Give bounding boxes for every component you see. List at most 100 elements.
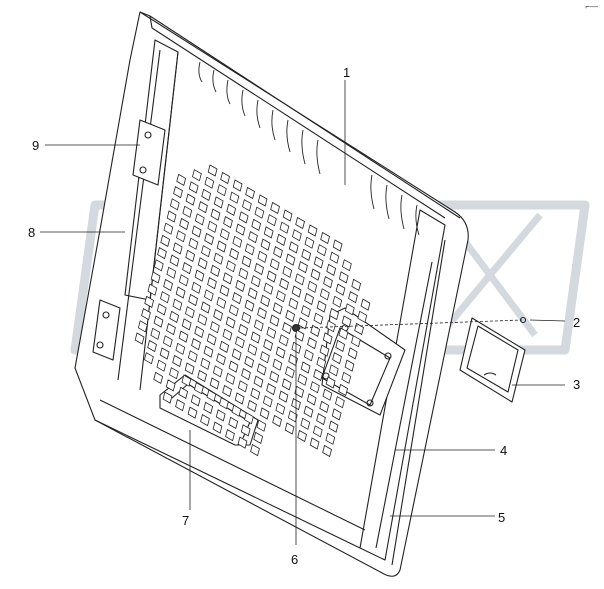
perforation-hole: [287, 410, 298, 423]
perforation-hole: [204, 176, 215, 189]
callout-4: 4: [500, 443, 508, 458]
perforation-hole: [288, 241, 299, 254]
perforation-hole: [172, 354, 182, 368]
perforation-hole: [332, 239, 343, 252]
perforation-hole: [212, 365, 223, 378]
perforation-hole: [191, 337, 201, 351]
perforation-hole: [169, 367, 179, 380]
perforation-hole: [282, 209, 293, 222]
leader-lines: [40, 80, 566, 545]
perforation-hole: [250, 331, 261, 344]
perforation-hole: [200, 301, 211, 314]
perforation-hole: [137, 320, 148, 333]
perforation-hole: [303, 349, 314, 362]
perforation-hole: [223, 215, 233, 229]
perforation-hole: [307, 336, 317, 350]
perforation-hole: [348, 290, 358, 304]
perforation-hole: [247, 343, 258, 356]
perforation-hole: [241, 367, 251, 381]
perforation-hole: [219, 228, 230, 241]
perforation-hole: [282, 321, 292, 335]
perforation-hole: [222, 384, 232, 398]
perforation-hole: [338, 383, 348, 397]
perforation-hole: [200, 413, 210, 427]
perforation-hole: [332, 295, 343, 308]
perforation-hole: [157, 246, 167, 260]
perforation-hole: [319, 400, 330, 414]
perforation-hole: [278, 334, 289, 347]
perforation-hole: [160, 234, 171, 248]
perforation-hole: [279, 277, 289, 291]
perforation-hole: [309, 437, 320, 450]
perforation-hole: [231, 348, 242, 361]
perforation-hole: [197, 257, 208, 270]
perforation-hole: [276, 233, 287, 247]
perforation-hole: [325, 432, 336, 445]
perforation-hole: [335, 283, 346, 296]
perforation-hole: [263, 226, 274, 239]
perforation-hole: [235, 279, 246, 293]
perforation-hole: [185, 306, 195, 319]
perforation-hole: [219, 340, 230, 354]
perforation-hole: [338, 327, 349, 340]
perforation-hole: [257, 194, 268, 207]
perforation-hole: [241, 255, 252, 268]
perforation-hole: [182, 205, 193, 218]
perforation-hole: [301, 305, 311, 318]
perforation-hole: [244, 243, 255, 256]
callout-1: 1: [343, 65, 351, 80]
perforation-hole: [329, 307, 339, 321]
perforation-hole: [250, 443, 260, 457]
perforation-hole: [303, 405, 314, 418]
perforation-hole: [335, 339, 346, 353]
perforation-hole: [235, 336, 245, 349]
perforation-hole: [294, 385, 305, 399]
perforation-hole: [172, 242, 183, 255]
perforation-hole: [262, 395, 273, 408]
perforation-hole: [351, 278, 362, 292]
perforation-hole: [228, 360, 239, 373]
perforation-hole: [228, 304, 239, 317]
perforation-hole: [150, 271, 161, 284]
perforation-hole: [219, 397, 229, 410]
perforation-hole: [212, 421, 223, 434]
perforation-hole: [210, 264, 221, 278]
perforation-hole: [156, 303, 167, 316]
perforation-hole: [257, 306, 267, 320]
perforation-hole: [144, 352, 154, 365]
perforation-hole: [257, 250, 268, 263]
perforation-hole: [194, 269, 205, 282]
perforation-hole: [316, 412, 326, 426]
perforation-hole: [312, 425, 323, 438]
perforation-hole: [207, 220, 218, 233]
perforation-hole: [260, 351, 270, 364]
perforation-hole: [188, 293, 198, 307]
perforation-hole: [292, 229, 302, 242]
perforation-hole: [237, 436, 248, 449]
perforation-hole: [328, 364, 339, 377]
callout-7: 7: [182, 513, 190, 528]
perforation-hole: [266, 382, 276, 396]
perforation-hole: [250, 387, 261, 400]
perforation-hole: [247, 287, 258, 300]
perforation-hole: [207, 164, 218, 177]
perforation-hole: [188, 181, 199, 194]
perforation-hole: [285, 309, 296, 323]
perforation-hole: [201, 188, 212, 202]
perforation-hole: [160, 291, 170, 304]
perforation-hole: [279, 221, 290, 234]
perforation-hole: [173, 185, 183, 199]
perforation-hole: [251, 218, 262, 232]
perforation-hole: [153, 315, 164, 328]
perforation-hole: [194, 325, 205, 339]
perforation-hole: [169, 254, 180, 267]
perforation-hole: [313, 368, 323, 382]
perforation-hole: [267, 214, 277, 227]
perforation-hole: [159, 347, 170, 360]
perforation-hole: [197, 313, 208, 326]
perforation-hole: [207, 276, 217, 290]
perforation-hole: [282, 265, 293, 278]
perforation-hole: [198, 200, 208, 214]
